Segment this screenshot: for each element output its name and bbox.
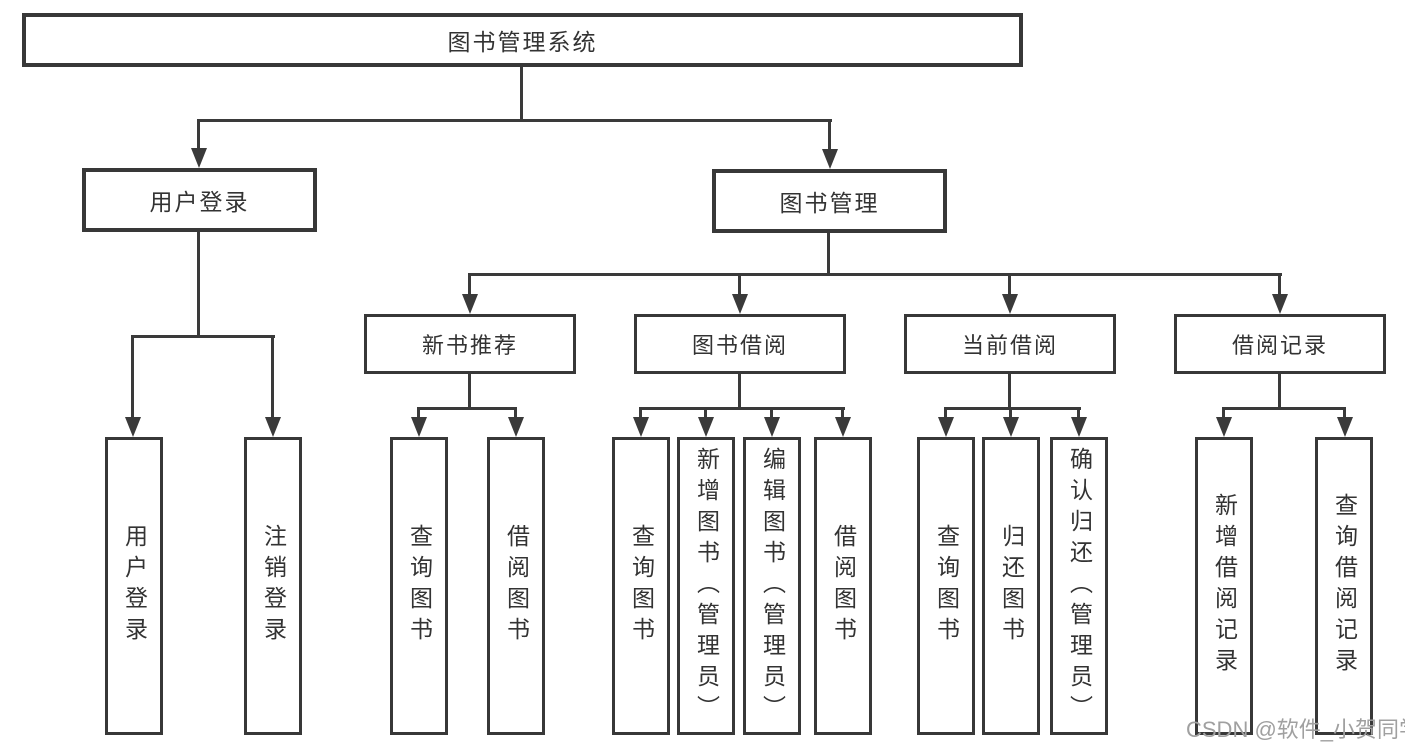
connector-shaft-query-books-recommend	[417, 407, 420, 419]
arrow-to-query-borrow-record	[1337, 417, 1353, 437]
leaf-user-login: 用户登录	[105, 437, 163, 735]
connector-shaft-leaf-logout	[271, 335, 274, 419]
leaf-query-books-current-label: 查询图书	[933, 524, 960, 648]
arrow-to-book-borrowing	[732, 294, 748, 314]
connector-shaft-query-books-current	[944, 407, 947, 419]
arrow-to-leaf-user-login	[125, 417, 141, 437]
leaf-edit-books-admin-label: 编辑图书（管理员）	[759, 446, 786, 726]
leaf-borrow-books-borrowing-label: 借阅图书	[830, 524, 857, 648]
arrow-to-borrow-books-recommend	[508, 417, 524, 437]
leaf-query-books-borrowing: 查询图书	[612, 437, 670, 735]
leaf-add-borrow-record: 新增借阅记录	[1195, 437, 1253, 735]
leaf-add-borrow-record-label: 新增借阅记录	[1211, 493, 1238, 679]
leaf-borrow-books-recommend: 借阅图书	[487, 437, 545, 735]
leaf-edit-books-admin: 编辑图书（管理员）	[743, 437, 801, 735]
leaf-query-books-borrowing-label: 查询图书	[628, 524, 655, 648]
arrow-to-query-books-recommend	[411, 417, 427, 437]
leaf-query-books-recommend: 查询图书	[390, 437, 448, 735]
connector-shaft-book-borrowing	[738, 273, 741, 297]
arrow-to-add-books-admin	[698, 417, 714, 437]
connector-shaft-book-management	[828, 119, 831, 150]
connector-book-borrowing-stem	[738, 374, 741, 410]
connector-shaft-borrow-books-borrowing	[841, 407, 844, 419]
leaf-query-books-current: 查询图书	[917, 437, 975, 735]
arrow-to-borrow-records	[1272, 294, 1288, 314]
arrow-to-book-management	[822, 149, 838, 169]
arrow-to-edit-books-admin	[764, 417, 780, 437]
leaf-query-borrow-record: 查询借阅记录	[1315, 437, 1373, 735]
connector-shaft-return-books	[1009, 407, 1012, 419]
connector-borrow-records-stem	[1278, 374, 1281, 410]
arrow-to-leaf-logout	[265, 417, 281, 437]
connector-current-borrowing-stem	[1008, 374, 1011, 410]
connector-current-borrowing-rail	[944, 407, 1081, 410]
leaf-user-login-label: 用户登录	[121, 524, 148, 648]
node-borrow-records: 借阅记录	[1174, 314, 1386, 374]
connector-shaft-user-login	[197, 119, 200, 150]
leaf-logout: 注销登录	[244, 437, 302, 735]
node-library-management-system: 图书管理系统	[22, 13, 1023, 67]
connector-shaft-current-borrowing	[1008, 273, 1011, 297]
arrow-to-borrow-books-borrowing	[835, 417, 851, 437]
leaf-query-borrow-record-label: 查询借阅记录	[1331, 493, 1358, 679]
connector-user-login-rail	[131, 335, 275, 338]
arrow-to-query-books-borrowing	[633, 417, 649, 437]
node-current-borrowing: 当前借阅	[904, 314, 1116, 374]
node-new-book-recommend: 新书推荐	[364, 314, 576, 374]
csdn-watermark: CSDN @软件_小贺同学	[1186, 717, 1405, 742]
arrow-to-add-borrow-record	[1216, 417, 1232, 437]
connector-borrow-records-rail	[1222, 407, 1346, 410]
node-book-management: 图书管理	[712, 169, 947, 233]
connector-book-management-rail	[468, 273, 1282, 276]
leaf-confirm-return-admin-label: 确认归还（管理员）	[1066, 446, 1093, 726]
connector-shaft-query-borrow-record	[1343, 407, 1346, 419]
connector-shaft-leaf-user-login	[131, 335, 134, 419]
node-user-login: 用户登录	[82, 168, 317, 232]
connector-shaft-add-borrow-record	[1222, 407, 1225, 419]
node-book-borrowing: 图书借阅	[634, 314, 846, 374]
connector-root-stem	[520, 67, 523, 120]
arrow-to-new-book-recommend	[462, 294, 478, 314]
leaf-return-books: 归还图书	[982, 437, 1040, 735]
arrow-to-current-borrowing	[1002, 294, 1018, 314]
connector-new-book-recommend-rail	[417, 407, 517, 410]
leaf-add-books-admin: 新增图书（管理员）	[677, 437, 735, 735]
arrow-to-user-login	[191, 148, 207, 168]
leaf-query-books-recommend-label: 查询图书	[406, 524, 433, 648]
leaf-logout-label: 注销登录	[260, 524, 287, 648]
connector-new-book-recommend-stem	[468, 374, 471, 410]
leaf-add-books-admin-label: 新增图书（管理员）	[693, 446, 720, 726]
arrow-to-return-books	[1003, 417, 1019, 437]
connector-shaft-confirm-return-admin	[1077, 407, 1080, 419]
connector-root-rail	[197, 119, 832, 122]
connector-shaft-query-books-borrowing	[639, 407, 642, 419]
arrow-to-confirm-return-admin	[1071, 417, 1087, 437]
connector-shaft-new-book-recommend	[468, 273, 471, 297]
connector-shaft-borrow-books-recommend	[514, 407, 517, 419]
connector-shaft-add-books-admin	[704, 407, 707, 419]
leaf-borrow-books-recommend-label: 借阅图书	[503, 524, 530, 648]
leaf-borrow-books-borrowing: 借阅图书	[814, 437, 872, 735]
connector-book-management-stem	[827, 233, 830, 276]
connector-user-login-stem	[197, 232, 200, 338]
connector-book-borrowing-rail	[639, 407, 845, 410]
leaf-return-books-label: 归还图书	[998, 524, 1025, 648]
arrow-to-query-books-current	[938, 417, 954, 437]
connector-shaft-edit-books-admin	[770, 407, 773, 419]
connector-shaft-borrow-records	[1278, 273, 1281, 297]
leaf-confirm-return-admin: 确认归还（管理员）	[1050, 437, 1108, 735]
